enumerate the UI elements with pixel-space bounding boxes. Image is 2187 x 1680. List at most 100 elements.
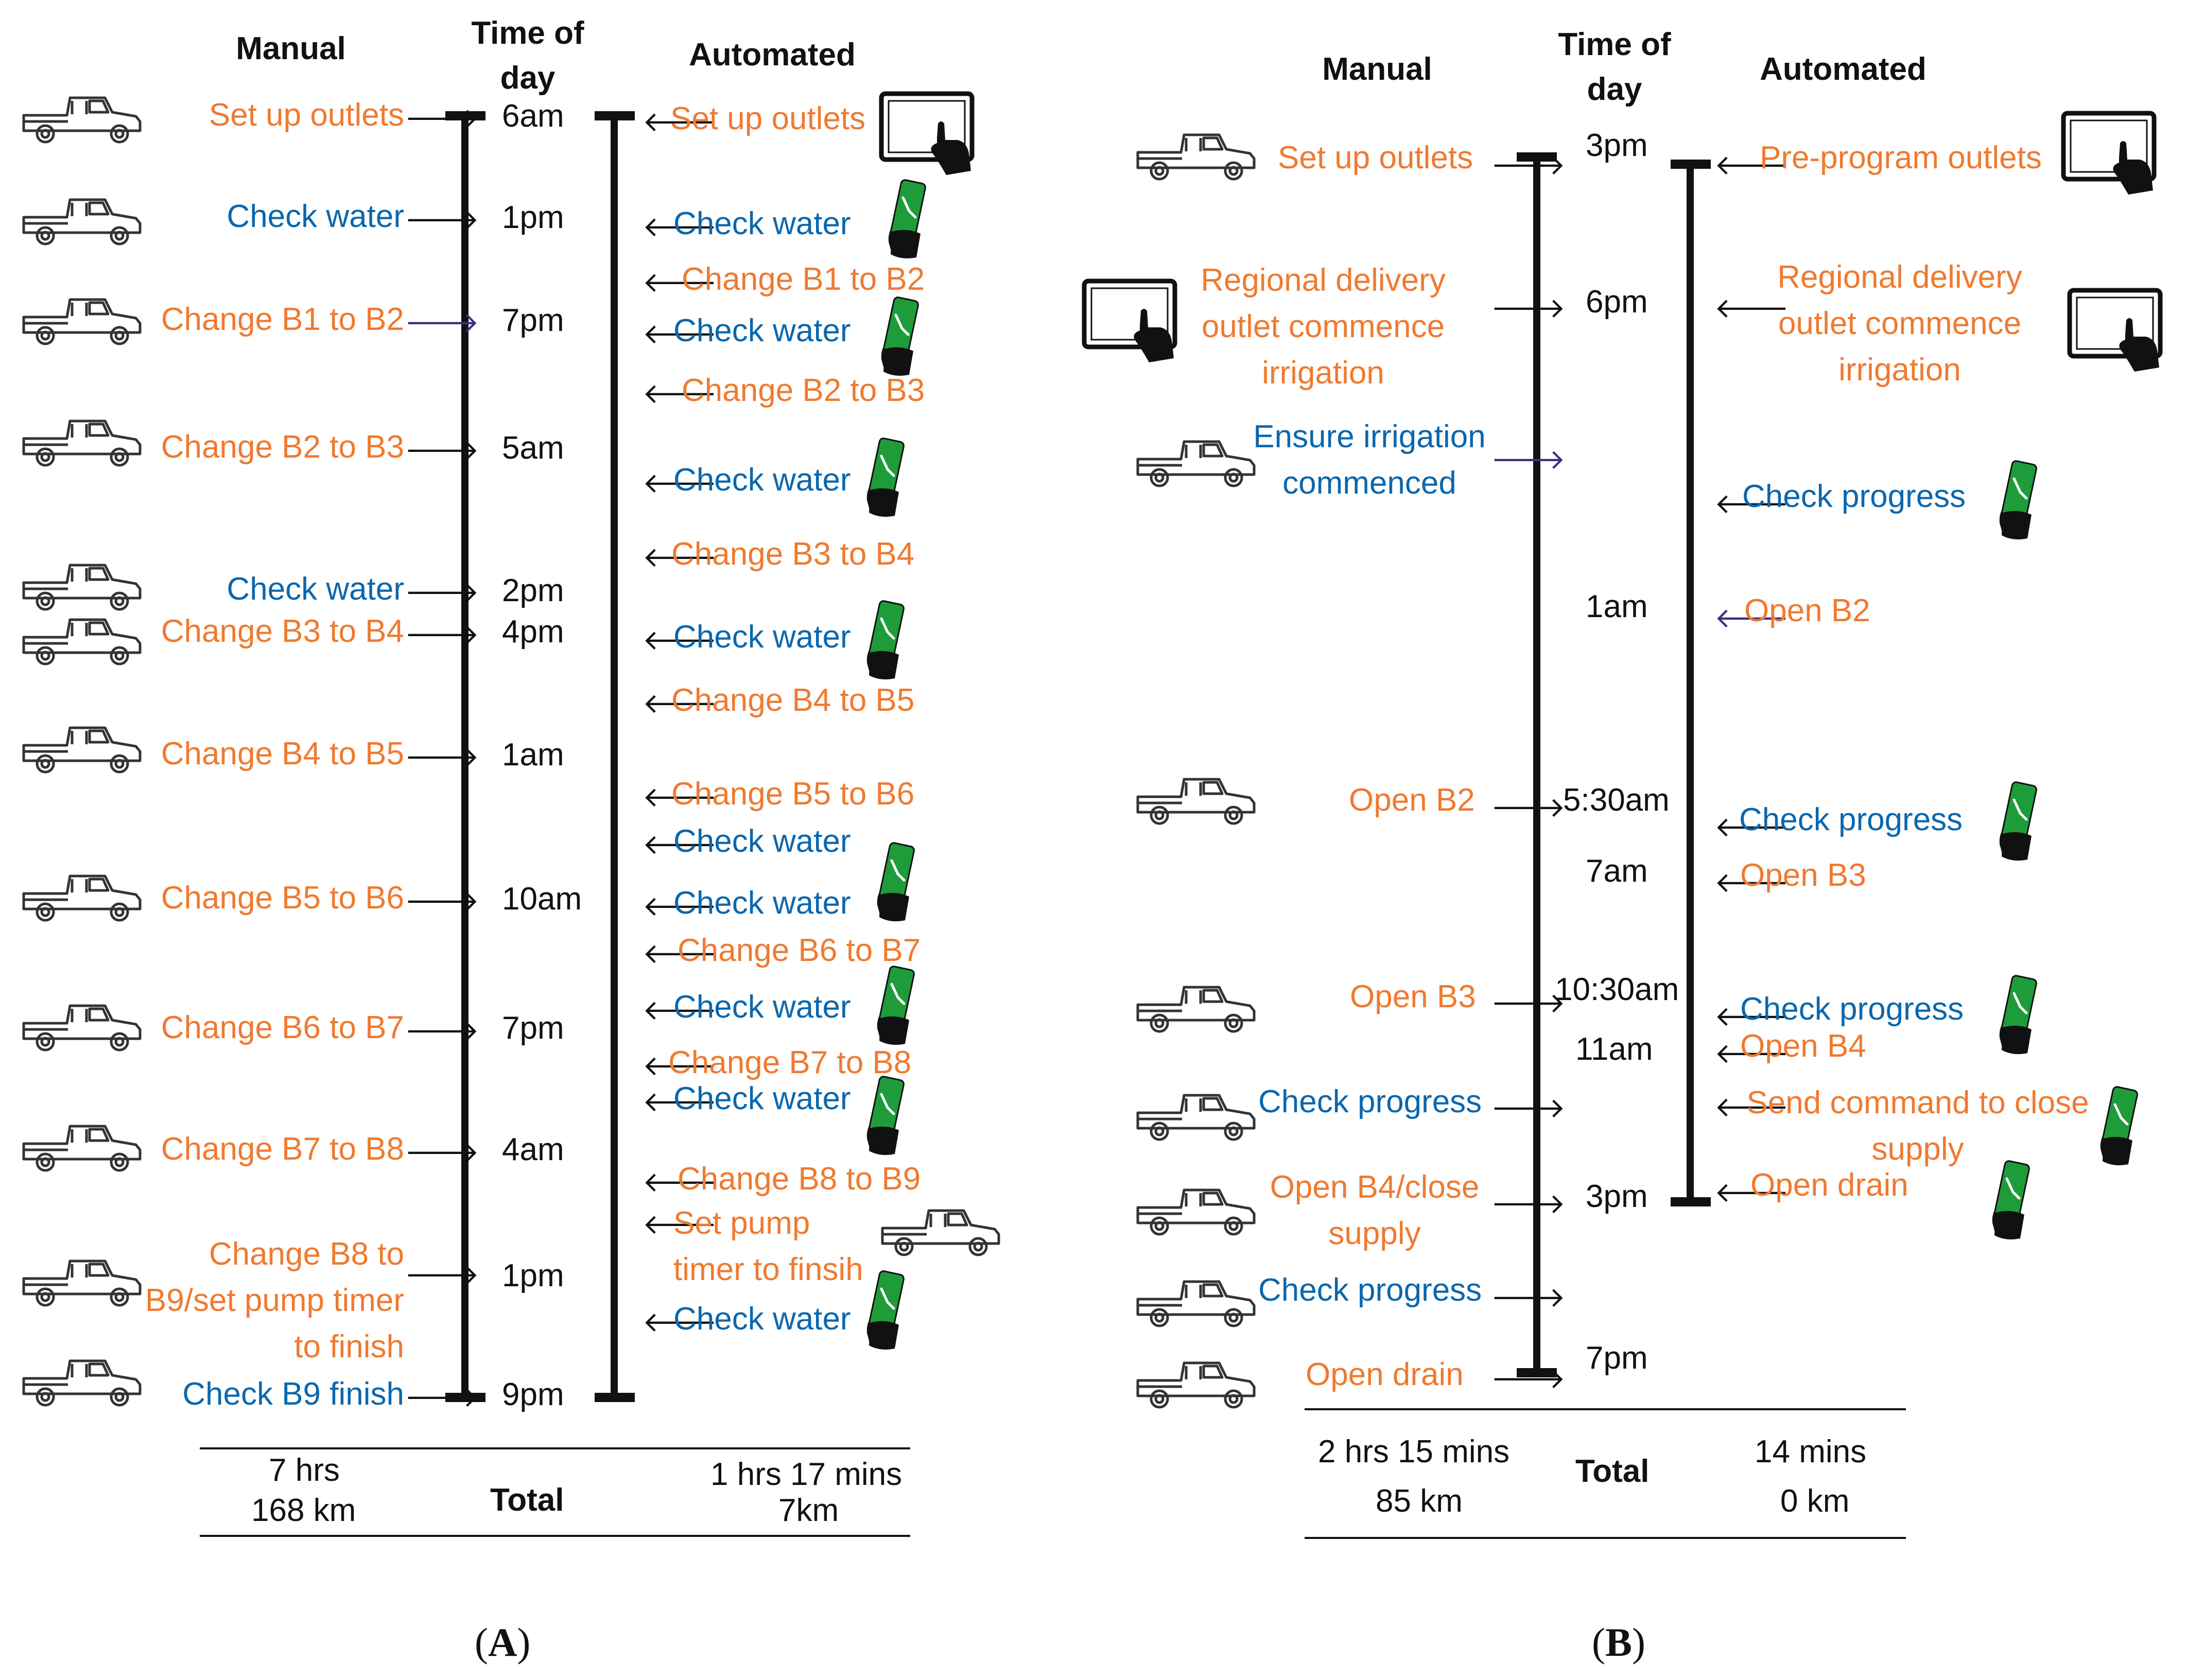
panelA-manual-activity: Change B3 to B4 bbox=[161, 614, 404, 649]
truck-icon bbox=[22, 198, 142, 246]
panelB-auto-activity: Pre-program outlets bbox=[1760, 140, 2042, 176]
right-arrow-icon: 🡒 bbox=[1491, 1362, 1566, 1395]
panelA-manual-activity: Change B7 to B8 bbox=[161, 1131, 404, 1167]
panelB-auto-total-time: 14 mins bbox=[1755, 1434, 1867, 1469]
panelA-manual-timeline-bottom-cap bbox=[445, 1393, 485, 1402]
phone-icon bbox=[866, 1076, 905, 1155]
left-arrow-icon: 🡐 bbox=[1714, 602, 1789, 634]
phone-icon bbox=[877, 842, 915, 921]
panelA-manual-activity: Check water bbox=[227, 571, 404, 607]
panelB-totals-top-rule bbox=[1305, 1408, 1906, 1410]
right-arrow-icon: 🡒 bbox=[1491, 987, 1566, 1019]
phone-icon bbox=[1999, 975, 2037, 1054]
phone-icon bbox=[866, 437, 905, 517]
panelA-time-label: 9pm bbox=[502, 1377, 564, 1412]
panelA-auto-total-time: 1 hrs 17 mins bbox=[710, 1457, 902, 1492]
panelB-manual-activity: Regional delivery outlet commence irriga… bbox=[1201, 262, 1446, 391]
right-arrow-icon: 🡒 bbox=[405, 618, 479, 651]
truck-icon bbox=[22, 1359, 142, 1407]
left-arrow-icon: 🡐 bbox=[643, 541, 717, 573]
right-arrow-icon: 🡒 bbox=[405, 1381, 479, 1413]
panelB-auto-timeline-top-cap bbox=[1671, 160, 1711, 169]
right-arrow-icon: 🡒 bbox=[405, 1014, 479, 1047]
panelA-auto-activity: Set up outlets bbox=[670, 101, 866, 136]
panelA-time-label: 1pm bbox=[502, 200, 564, 235]
panelB-auto-activity: Regional delivery outlet commence irriga… bbox=[1777, 259, 2022, 388]
panelA-auto-activity: Set pump timer to finsih bbox=[673, 1205, 863, 1287]
truck-icon bbox=[22, 96, 142, 144]
panelA-auto-total-distance: 7km bbox=[778, 1493, 839, 1528]
truck-icon bbox=[881, 1209, 1000, 1256]
panelA-time-label: 1pm bbox=[502, 1258, 564, 1293]
panelA-time-label: 1am bbox=[502, 737, 564, 773]
panelA-time-label: 4am bbox=[502, 1132, 564, 1167]
panelB-header-automated: Automated bbox=[1760, 51, 1926, 87]
tablet-icon bbox=[2067, 288, 2163, 372]
left-arrow-icon: 🡐 bbox=[1714, 1000, 1789, 1032]
panelB-time-label: 1am bbox=[1586, 589, 1648, 624]
right-arrow-icon: 🡒 bbox=[1491, 1187, 1566, 1220]
panelB-auto-activity: Open B3 bbox=[1740, 857, 1866, 893]
panelA-auto-activity: Check water bbox=[673, 824, 851, 859]
panelB-auto-activity: Open drain bbox=[1750, 1167, 1908, 1203]
panelB-total-label: Total bbox=[1575, 1454, 1650, 1489]
right-arrow-icon: 🡒 bbox=[1491, 1092, 1566, 1124]
panelA-time-label: 2pm bbox=[502, 573, 564, 608]
panelB-auto-timeline bbox=[1687, 164, 1694, 1203]
panelA-auto-activity: Check water bbox=[673, 1081, 851, 1116]
right-arrow-icon: 🡒 bbox=[1491, 443, 1566, 476]
tablet-icon bbox=[1082, 278, 1177, 362]
panelB-manual-activity: Open B4/close supply bbox=[1270, 1169, 1480, 1251]
truck-icon bbox=[22, 1004, 142, 1052]
panelB-manual-total-time: 2 hrs 15 mins bbox=[1318, 1434, 1510, 1469]
panelA-manual-timeline-top-cap bbox=[445, 111, 485, 120]
panelA-manual-activity: Change B5 to B6 bbox=[161, 880, 404, 916]
left-arrow-icon: 🡐 bbox=[1714, 1176, 1789, 1209]
panelA-auto-activity: Change B7 to B8 bbox=[668, 1045, 912, 1080]
right-arrow-icon: 🡒 bbox=[1491, 1281, 1566, 1314]
panelA-manual-activity: Set up outlets bbox=[209, 97, 404, 133]
panelA-auto-activity: Check water bbox=[673, 619, 851, 655]
panelA-time-label: 5am bbox=[502, 430, 564, 466]
left-arrow-icon: 🡐 bbox=[643, 467, 717, 499]
panelA-auto-activity: Check water bbox=[673, 1301, 851, 1337]
panelB-manual-activity: Ensure irrigation commenced bbox=[1253, 419, 1486, 501]
panelA-auto-activity: Check water bbox=[673, 206, 851, 241]
panelB-manual-total-distance: 85 km bbox=[1376, 1483, 1463, 1519]
left-arrow-icon: 🡐 bbox=[1714, 149, 1789, 181]
left-arrow-icon: 🡐 bbox=[643, 1306, 717, 1338]
left-arrow-icon: 🡐 bbox=[643, 377, 717, 410]
truck-icon bbox=[22, 564, 142, 611]
panelA-time-label: 7pm bbox=[502, 303, 564, 338]
truck-icon bbox=[1136, 778, 1256, 825]
phone-icon bbox=[881, 296, 919, 376]
panelB-auto-timeline-bottom-cap bbox=[1671, 1197, 1711, 1206]
truck-icon bbox=[22, 618, 142, 666]
panelA-manual-total-time: 7 hrs bbox=[269, 1452, 340, 1488]
truck-icon bbox=[22, 419, 142, 467]
panelA-total-label: Total bbox=[490, 1482, 564, 1518]
left-arrow-icon: 🡐 bbox=[643, 828, 717, 861]
left-arrow-icon: 🡐 bbox=[1714, 866, 1789, 899]
panelA-auto-activity: Change B5 to B6 bbox=[671, 776, 915, 812]
phone-icon bbox=[866, 1270, 905, 1350]
panelA-auto-activity: Change B8 to B9 bbox=[678, 1161, 921, 1197]
truck-icon bbox=[1136, 440, 1256, 487]
panelA-auto-activity: Change B3 to B4 bbox=[671, 536, 915, 572]
panelB-manual-activity: Open drain bbox=[1306, 1357, 1464, 1392]
panelA-auto-timeline-bottom-cap bbox=[595, 1393, 635, 1402]
panelA-time-label: 7pm bbox=[502, 1010, 564, 1046]
panelA-totals-top-rule bbox=[200, 1447, 910, 1449]
panelA-auto-activity: Change B4 to B5 bbox=[671, 682, 915, 718]
right-arrow-icon: 🡒 bbox=[1491, 149, 1566, 181]
panelA-manual-activity: Check B9 finish bbox=[182, 1376, 404, 1412]
panelA-auto-activity: Check water bbox=[673, 989, 851, 1025]
panelA-manual-activity: Change B2 to B3 bbox=[161, 429, 404, 465]
panelA-manual-activity: Check water bbox=[227, 199, 404, 234]
right-arrow-icon: 🡒 bbox=[1491, 292, 1566, 324]
right-arrow-icon: 🡒 bbox=[405, 885, 479, 917]
left-arrow-icon: 🡐 bbox=[643, 937, 717, 970]
panelA-header-manual: Manual bbox=[236, 31, 346, 66]
